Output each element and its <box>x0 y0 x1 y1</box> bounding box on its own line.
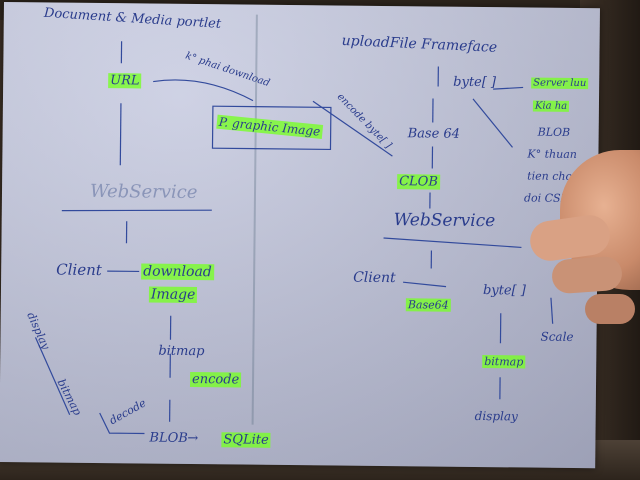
left-download: download <box>141 263 214 281</box>
left-bitmap: bitmap <box>158 343 205 360</box>
left-sqlite: SQLite <box>221 432 271 448</box>
arrow-byte-server <box>493 86 524 90</box>
finger-ring <box>585 294 635 324</box>
arrow-url-preview <box>153 79 254 102</box>
sketch-arrows <box>34 41 554 435</box>
right-webservice: WebService <box>393 210 496 232</box>
left-encode: encode <box>189 371 242 388</box>
right-kia-ha: Kia ha <box>532 100 570 112</box>
divider-right <box>383 237 522 249</box>
divider-left <box>61 209 212 212</box>
left-url: URL <box>108 73 142 89</box>
left-image: Image <box>148 286 198 304</box>
left-client: Client <box>56 260 102 280</box>
left-blob-arrow: → <box>187 430 199 447</box>
arrow-byte-blob <box>472 98 513 148</box>
arrow-display-bitmap <box>34 337 71 415</box>
right-display: display <box>474 408 518 424</box>
right-blob-note: BLOB <box>537 125 571 139</box>
right-bitmap: bitmap <box>482 355 526 369</box>
arrow-url-webservice <box>119 103 122 166</box>
arrow-clob-preview <box>312 100 393 157</box>
right-base64: Base 64 <box>407 126 461 142</box>
right-clob: CLOB <box>397 174 441 190</box>
right-base64-2: Base64 <box>405 298 451 312</box>
right-note-1: K° thuan <box>527 147 577 162</box>
notebook-paper: Document & Media portlet URL k° phai dow… <box>0 2 600 469</box>
right-client: Client <box>353 269 396 287</box>
right-byte-2: byte[ ] <box>482 283 526 299</box>
arrow-client-base64 <box>403 281 447 288</box>
right-server-box: Server luu <box>531 77 589 90</box>
finger-middle <box>550 255 624 295</box>
arrow-byte-scale <box>550 297 554 324</box>
right-scale: Scale <box>540 329 574 344</box>
right-byte: byte[ ] <box>453 74 497 91</box>
left-blob: BLOB <box>149 430 188 446</box>
preview-box-frame <box>211 105 332 151</box>
arrow-blob-bitmap <box>99 412 145 435</box>
right-note-2: tien cho <box>527 169 573 183</box>
left-webservice: WebService <box>89 180 198 204</box>
